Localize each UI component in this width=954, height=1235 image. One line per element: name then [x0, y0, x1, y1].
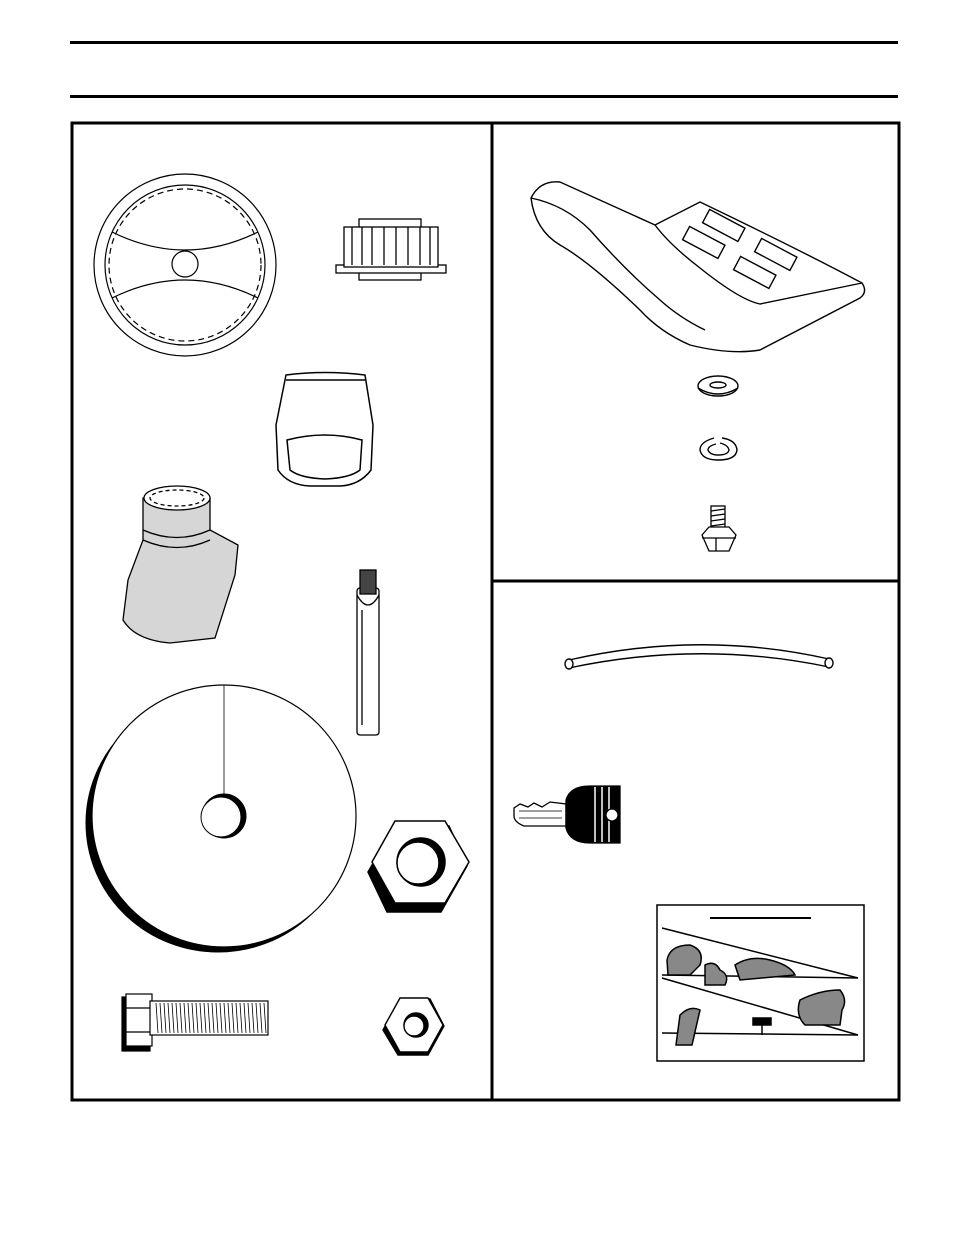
- shaft-extension-icon: [357, 570, 379, 735]
- hex-bolt-icon: [122, 994, 268, 1051]
- steering-boot-icon: [123, 486, 238, 643]
- steering-wheel-icon: [94, 174, 276, 356]
- ignition-key-icon: [514, 786, 620, 843]
- small-hex-nut-icon: [383, 998, 444, 1055]
- shoulder-bolt-icon: [702, 506, 736, 551]
- splined-adapter-icon: [336, 219, 446, 280]
- slope-gauge-icon: [657, 905, 864, 1061]
- steering-cap-icon: [276, 373, 373, 487]
- large-hex-nut-icon: [368, 821, 469, 912]
- flat-washer-icon: [698, 376, 738, 396]
- large-washer-icon: [86, 685, 356, 952]
- seat-icon: [531, 182, 865, 352]
- lock-washer-icon: [700, 438, 737, 460]
- hose-icon: [565, 645, 833, 669]
